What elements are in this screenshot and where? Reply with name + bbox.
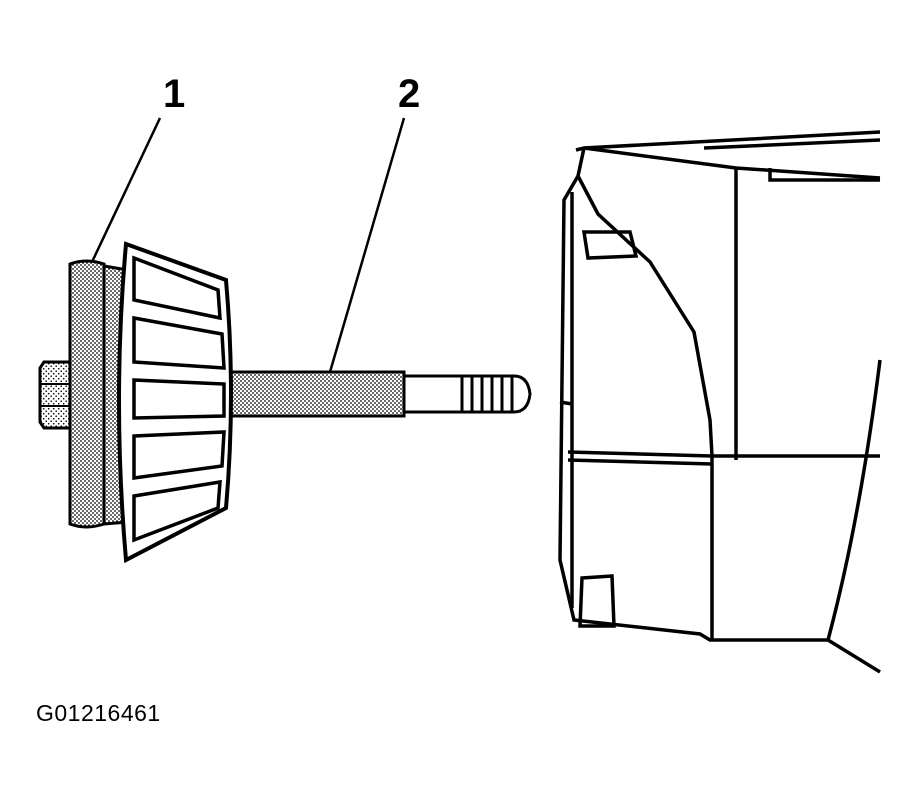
callout-1: 1	[163, 72, 186, 116]
leader-line-2	[328, 117, 406, 373]
threaded-rod	[226, 370, 532, 418]
hex-nut	[38, 360, 74, 430]
figure-id-label: G01216461	[36, 700, 161, 726]
callout-2: 2	[398, 72, 421, 116]
bearing-cone	[117, 241, 233, 564]
leader-line-1	[90, 117, 162, 263]
transmission-housing	[558, 130, 882, 674]
